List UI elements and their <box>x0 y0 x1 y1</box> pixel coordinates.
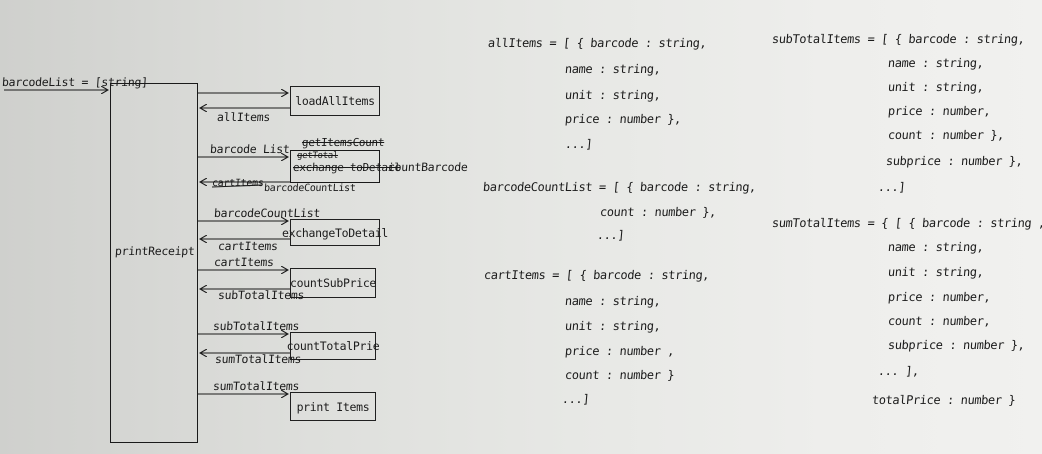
label-barcode-list: barcode List <box>209 142 290 156</box>
struck-get-total: getTotal <box>296 151 339 161</box>
def-line: ...] <box>561 392 590 406</box>
def-line: ...] <box>596 228 625 242</box>
struck-get-items-count: getItemsCount <box>301 136 385 149</box>
exchange-to-detail-box: exchangeToDetail <box>282 219 388 246</box>
def-line: price : number, <box>887 290 991 304</box>
def-line: totalPrice : number } <box>871 393 1016 407</box>
def-line: barcodeCountList = [ { barcode : string, <box>482 180 757 194</box>
count-sub-price-label: countSubPrice <box>289 276 377 290</box>
print-receipt-label: printReceipt <box>114 244 195 258</box>
def-line: ...] <box>564 137 593 151</box>
def-line: unit : string, <box>564 319 662 333</box>
def-line: price : number, <box>887 104 991 118</box>
label-cart-items-in: cartItems <box>213 255 275 269</box>
struck-exchange-to-detail: exchange toDetail <box>292 161 401 174</box>
def-line: allItems = [ { barcode : string, <box>487 36 708 50</box>
def-line: name : string, <box>564 294 662 308</box>
def-line: subprice : number }, <box>885 154 1024 168</box>
def-line: count : number }, <box>887 128 1005 142</box>
def-line: sumTotalItems = { [ { barcode : string , <box>771 216 1042 230</box>
def-line: unit : string, <box>887 80 985 94</box>
def-line: name : string, <box>887 56 985 70</box>
def-line: ...] <box>877 180 906 194</box>
count-total-price-label: countTotalPrie <box>286 339 380 353</box>
def-line: cartItems = [ { barcode : string, <box>483 268 710 282</box>
label-barcode-count-list-out: barcodeCountList <box>263 183 356 194</box>
label-barcode-count-list-in: barcodeCountList <box>213 206 321 220</box>
load-all-items-box: loadAllItems <box>290 86 380 116</box>
label-sub-total-items-out: subTotalItems <box>217 288 305 302</box>
count-barcode-label: countBarcode <box>387 160 468 174</box>
print-items-label: print Items <box>296 399 370 414</box>
print-items-box: print Items <box>290 392 376 421</box>
strike-cartitems <box>211 184 263 188</box>
print-receipt-box: printReceipt <box>110 83 198 443</box>
def-line: subTotalItems = [ { barcode : string, <box>771 32 1026 46</box>
def-line: subprice : number }, <box>887 338 1026 352</box>
def-line: unit : string, <box>564 88 662 102</box>
count-sub-price-box: countSubPrice <box>290 268 376 298</box>
label-cart-items-out: cartItems <box>217 239 279 253</box>
label-sum-total-items-in: sumTotalItems <box>212 379 300 393</box>
def-line: ... ], <box>877 364 920 378</box>
exchange-to-detail-label: exchangeToDetail <box>282 225 388 240</box>
label-sub-total-items-in: subTotalItems <box>212 319 300 333</box>
count-total-price-box: countTotalPrie <box>287 332 380 360</box>
def-line: price : number , <box>564 344 675 358</box>
load-all-items-label: loadAllItems <box>295 94 375 108</box>
def-line: name : string, <box>564 62 662 76</box>
def-line: count : number } <box>564 368 675 382</box>
def-line: unit : string, <box>887 265 985 279</box>
def-line: count : number }, <box>599 205 717 219</box>
count-barcode-box <box>290 150 380 183</box>
def-line: count : number, <box>887 314 991 328</box>
label-all-items: allItems <box>216 110 271 124</box>
label-sum-total-items-out: sumTotalItems <box>214 352 302 366</box>
def-line: name : string, <box>887 240 985 254</box>
def-line: price : number }, <box>564 112 682 126</box>
label-cart-items-struck: cartItems <box>211 178 264 189</box>
